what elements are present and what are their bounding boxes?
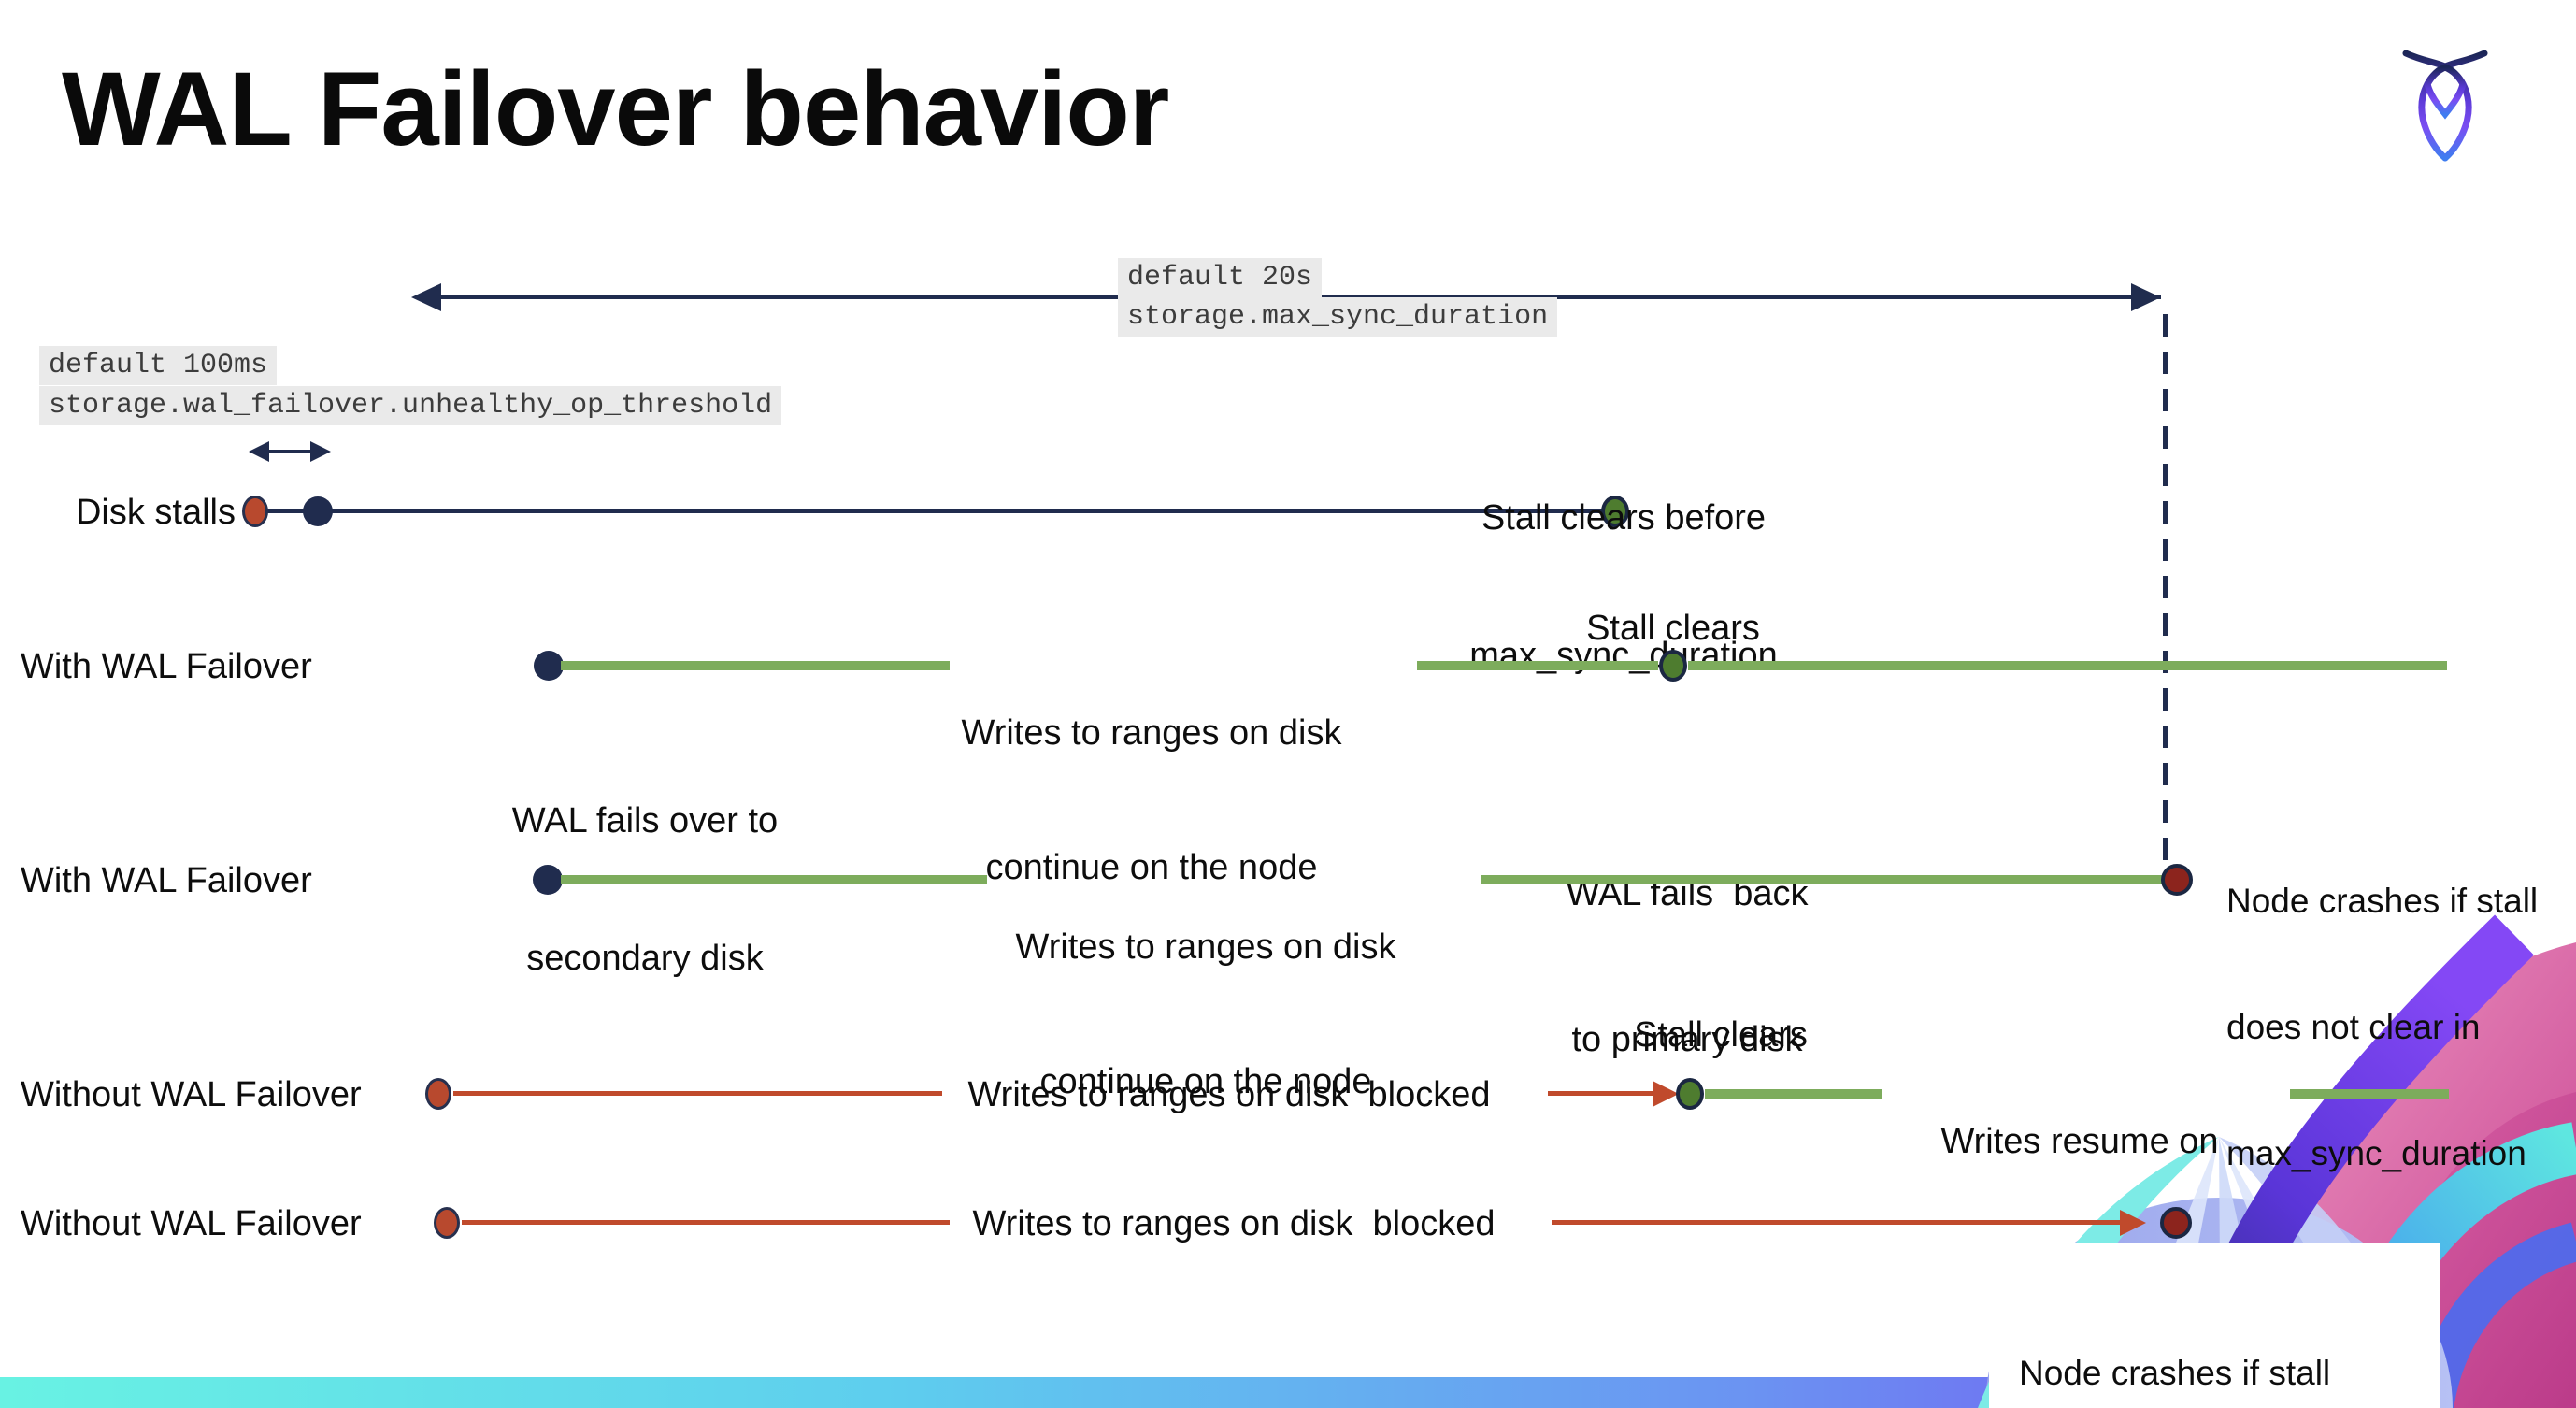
row-label-disk-stalls: Disk stalls: [75, 493, 236, 532]
wal-fails-over-note: WAL fails over to secondary disk: [511, 801, 779, 978]
nowal1-stall-clears-note: Stall clears: [1634, 1015, 1808, 1055]
timeline-wal1-seg2: [1417, 661, 1658, 670]
red-arrowhead-icon-1: [1653, 1081, 1679, 1107]
page-title: WAL Failover behavior: [62, 50, 1169, 167]
stall-clears-dot: [1601, 496, 1629, 527]
node-crash-dot-2: [2160, 1207, 2192, 1239]
nowal2-node-crash-note: Node crashes if stall does not clear in …: [2019, 1354, 2331, 1392]
threshold-dot: [303, 496, 333, 526]
row-label-with-wal-failover-2: With WAL Failover: [21, 861, 312, 900]
timeline-nowal1-seg1: [453, 1091, 942, 1096]
unhealthy-default-annotation: default 100ms: [39, 346, 278, 385]
row-label-with-wal-failover-1: With WAL Failover: [21, 647, 312, 686]
threshold-arrowhead-right-icon: [310, 441, 331, 462]
node-crash-dot-1: [2161, 864, 2193, 896]
wal1-stall-clears-note: Stall clears: [1586, 609, 1760, 648]
max-sync-deadline-dashed-line: [2163, 314, 2168, 868]
timeline-nowal2-seg1: [462, 1220, 950, 1225]
unhealthy-setting-annotation: storage.wal_failover.unhealthy_op_thresh…: [39, 386, 782, 425]
timeline-nowal1-seg4: [2290, 1089, 2449, 1099]
stall-clears-dot-2: [1676, 1078, 1704, 1110]
nowal1-writes-blocked-note: Writes to ranges on disk blocked: [967, 1075, 1491, 1114]
timeline-nowal2-seg2: [1552, 1220, 2124, 1225]
stall-start-dot-3: [434, 1207, 460, 1239]
timeline-wal1-seg1: [561, 661, 950, 670]
timeline-wal2-seg2: [1481, 875, 2168, 884]
stall-start-dot-2: [425, 1078, 451, 1110]
red-arrowhead-icon-2: [2120, 1210, 2146, 1236]
wal1-writes-continue-note: Writes to ranges on disk continue on the…: [961, 713, 1342, 887]
row-label-without-wal-failover-2: Without WAL Failover: [21, 1204, 362, 1243]
wal2-writes-continue-note: Writes to ranges on disk continue on the…: [1015, 927, 1396, 1101]
max-sync-default-annotation: default 20s: [1118, 258, 1323, 297]
arrowhead-left-icon: [411, 283, 441, 311]
threshold-arrowhead-left-icon: [249, 441, 269, 462]
timeline-nowal1-seg2: [1548, 1091, 1664, 1096]
row-label-without-wal-failover-1: Without WAL Failover: [21, 1075, 362, 1114]
failover-dot-1: [534, 651, 564, 681]
wal2-node-crash-note: Node crashes if stall does not clear in …: [2226, 882, 2539, 1172]
failback-dot: [1659, 650, 1687, 682]
failover-dot-2: [533, 865, 563, 895]
threshold-arrow: [265, 450, 312, 453]
timeline-wal2-seg1: [561, 875, 987, 884]
nowal2-writes-blocked-note: Writes to ranges on disk blocked: [972, 1204, 1496, 1243]
timeline-nowal1-seg3: [1705, 1089, 1882, 1099]
stall-start-dot: [242, 496, 268, 527]
timeline-disk-stalls: [255, 509, 1615, 513]
cockroachdb-logo-icon: [2402, 50, 2488, 162]
crash-note-box: Node crashes if stall does not clear in …: [1989, 1243, 2440, 1408]
arrowhead-right-icon: [2131, 283, 2161, 311]
stall-clears-before-note: Stall clears before max_sync_duration: [1469, 498, 1778, 675]
timeline-wal1-seg3: [1688, 661, 2447, 670]
max-sync-setting-annotation: storage.max_sync_duration: [1118, 297, 1558, 337]
